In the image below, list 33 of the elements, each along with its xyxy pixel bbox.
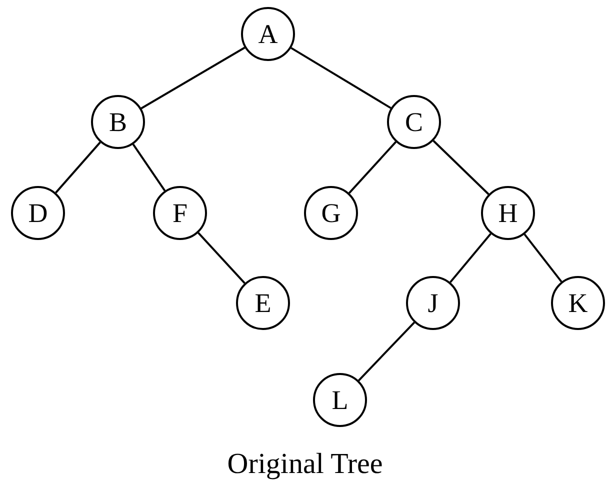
tree-node (313, 373, 367, 427)
tree-node (91, 95, 145, 149)
tree-node (304, 186, 358, 240)
tree-edge (140, 46, 246, 110)
tree-node (481, 186, 535, 240)
tree-node (406, 276, 460, 330)
tree-edge (55, 142, 101, 194)
node-letter: H (498, 198, 518, 228)
tree-node (387, 95, 441, 149)
node-letter: A (258, 18, 278, 50)
tree-node (11, 186, 65, 240)
tree-edge (450, 233, 492, 283)
caption: Original Tree (227, 448, 383, 481)
tree-edge (358, 322, 416, 382)
tree-node (236, 276, 290, 330)
node-letter: E (254, 288, 272, 318)
tree-edge (524, 234, 562, 282)
node-letter: F (172, 198, 188, 228)
tree-node (551, 276, 605, 330)
tree-edge (132, 144, 166, 192)
node-letter: C (404, 106, 423, 138)
node-letter: K (568, 288, 588, 318)
tree-edge (290, 47, 392, 109)
node-letter: L (332, 384, 348, 416)
node-letter: D (28, 198, 48, 228)
tree-edge (348, 141, 397, 194)
tree-edge (432, 140, 490, 195)
node-letter: G (321, 198, 341, 228)
tree-node (241, 7, 295, 61)
tree-node (153, 186, 207, 240)
node-letter: J (428, 288, 438, 318)
node-letter: B (108, 106, 127, 138)
tree-edge (198, 232, 246, 284)
